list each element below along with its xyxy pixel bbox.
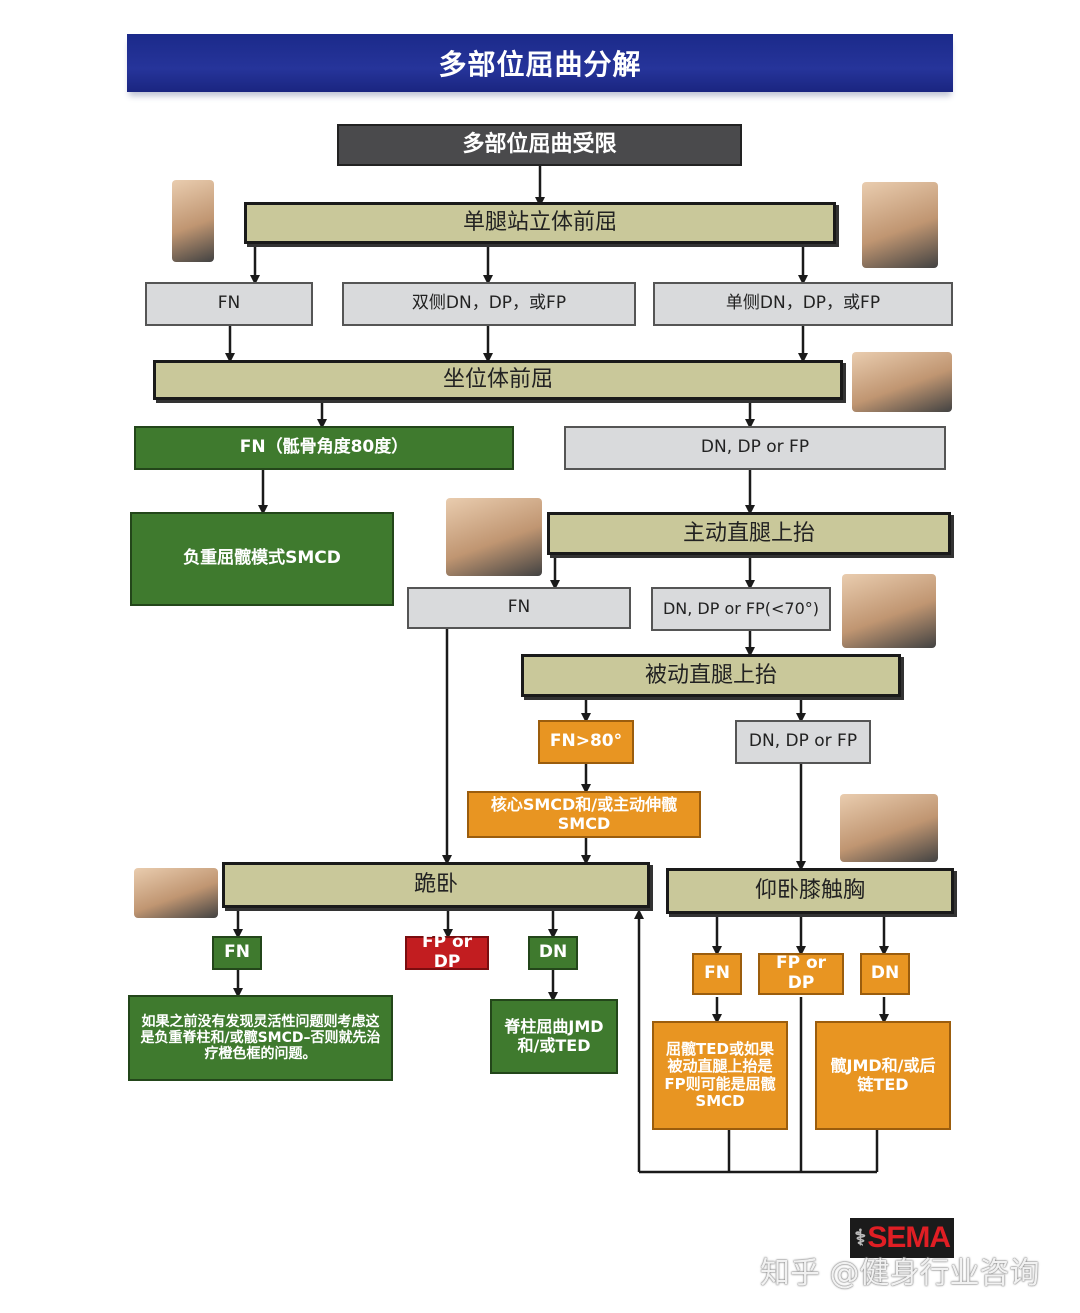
standing-forward-bend-photo-right: [862, 182, 938, 268]
caduceus-icon: ⚕: [854, 1225, 866, 1250]
sema-logo-text: SEMA: [867, 1221, 951, 1254]
passive-slr-photo: [842, 574, 936, 648]
node-hip-jmd: 髋JMD和/或后链TED: [815, 1021, 951, 1130]
node-unilateral-label: 单侧DN，DP，或FP: [725, 293, 881, 314]
node-hip-ted-note: 屈髋TED或如果被动直腿上抬是FP则可能是屈髋SMCD: [652, 1021, 788, 1130]
node-unilateral: 单侧DN，DP，或FP: [653, 282, 953, 326]
node-spine-jmd-label: 脊柱屈曲JMD和/或TED: [504, 1017, 604, 1055]
node-kneel: 跪卧: [222, 862, 650, 908]
node-dn4-label: DN: [870, 963, 900, 984]
node-bilateral: 双侧DN，DP，或FP: [342, 282, 636, 326]
node-fn2-label: FN: [507, 597, 531, 618]
node-hip-ted-note-label: 屈髋TED或如果被动直腿上抬是FP则可能是屈髋SMCD: [664, 1040, 776, 1110]
node-dn-lt70: DN, DP or FP(<70°): [651, 587, 831, 631]
node-aslr: 主动直腿上抬: [547, 512, 951, 555]
node-pslr-label: 被动直腿上抬: [644, 662, 777, 688]
seated-forward-bend-photo: [852, 352, 952, 412]
node-fn3-label: FN: [224, 942, 250, 963]
node-kneel-label: 跪卧: [413, 872, 458, 898]
node-supine-knee: 仰卧膝触胸: [666, 868, 954, 914]
node-dn3-label: DN: [538, 942, 568, 963]
node-fn2: FN: [407, 587, 631, 629]
node-fp-or-dp-orange: FP or DP: [758, 953, 844, 995]
node-fn3: FN: [212, 936, 262, 970]
node-fn1-label: FN: [217, 293, 241, 314]
node-kneel-fn-note-label: 如果之前没有发现灵活性问题则考虑这是负重脊柱和/或髋SMCD–否则就先治疗橙色框…: [140, 1013, 381, 1063]
node-fp-or-dp-red-label: FP or DP: [421, 932, 473, 972]
node-dn4: DN: [860, 953, 910, 995]
active-slr-photo: [446, 498, 542, 576]
node-smcd-loaded-label: 负重屈髋模式SMCD: [183, 548, 341, 569]
node-fn4: FN: [692, 953, 742, 995]
node-fn-sacral-label: FN（骶骨角度80度）: [239, 437, 409, 458]
node-smcd-loaded: 负重屈髋模式SMCD: [130, 512, 394, 606]
node-top-label: 多部位屈曲受限: [462, 132, 617, 158]
node-fn-gt80-label: FN>80°: [549, 731, 623, 752]
node-kneel-fn-note: 如果之前没有发现灵活性问题则考虑这是负重脊柱和/或髋SMCD–否则就先治疗橙色框…: [128, 995, 393, 1081]
page-title: 多部位屈曲分解: [438, 48, 642, 81]
node-seated: 坐位体前屈: [153, 360, 843, 400]
node-fn-sacral: FN（骶骨角度80度）: [134, 426, 514, 470]
node-fn-gt80: FN>80°: [538, 720, 634, 764]
watermark: 知乎 @健身行业咨询: [760, 1256, 1040, 1291]
page-title-banner: 多部位屈曲分解: [127, 34, 953, 92]
node-top: 多部位屈曲受限: [337, 124, 742, 166]
kneeling-rock-photo: [134, 868, 218, 918]
node-dn-dp-fp-2: DN, DP or FP: [735, 720, 871, 764]
node-fn1: FN: [145, 282, 313, 326]
knee-to-chest-photo: [840, 794, 938, 862]
node-dn-lt70-label: DN, DP or FP(<70°): [662, 598, 820, 618]
node-bilateral-label: 双侧DN，DP，或FP: [411, 293, 567, 314]
node-fn4-label: FN: [704, 963, 730, 984]
node-fp-or-dp-orange-label: FP or DP: [775, 953, 827, 993]
sema-logo: ⚕ SEMA: [850, 1218, 954, 1258]
node-spine-jmd: 脊柱屈曲JMD和/或TED: [490, 999, 618, 1074]
node-single-leg: 单腿站立体前屈: [244, 202, 836, 244]
node-core-smcd: 核心SMCD和/或主动伸髋SMCD: [467, 791, 701, 838]
node-hip-jmd-label: 髋JMD和/或后链TED: [830, 1056, 936, 1094]
node-seated-label: 坐位体前屈: [442, 367, 553, 393]
standing-forward-bend-photo-left: [172, 180, 214, 262]
node-aslr-label: 主动直腿上抬: [682, 520, 815, 546]
node-fp-or-dp-red: FP or DP: [405, 932, 489, 972]
node-pslr: 被动直腿上抬: [521, 654, 901, 697]
node-dn-dp-fp-1: DN, DP or FP: [564, 426, 946, 470]
node-supine-knee-label: 仰卧膝触胸: [754, 878, 865, 904]
node-dn-dp-fp-1-label: DN, DP or FP: [700, 437, 810, 458]
node-single-leg-label: 单腿站立体前屈: [462, 210, 617, 236]
node-dn-dp-fp-2-label: DN, DP or FP: [748, 731, 858, 752]
node-core-smcd-label: 核心SMCD和/或主动伸髋SMCD: [490, 795, 678, 833]
node-dn3: DN: [528, 936, 578, 970]
